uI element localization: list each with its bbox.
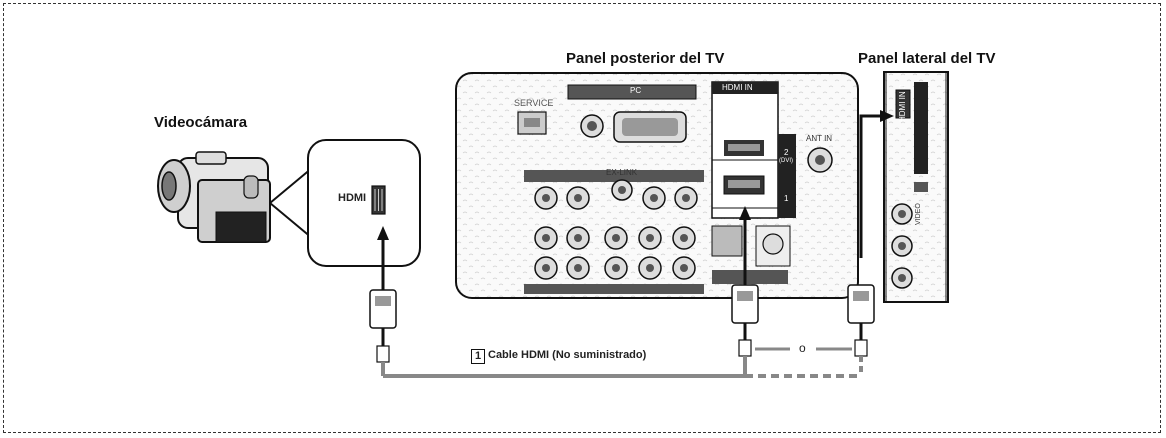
camcorder-hdmi-label: HDMI (338, 192, 367, 204)
rear-panel (455, 72, 859, 299)
cable-label: Cable HDMI (No suministrado) (488, 349, 647, 361)
side-video-label: VIDEO (915, 203, 922, 225)
ex-link-label: EX-LINK (606, 168, 638, 177)
side-panel-arrow (859, 110, 894, 258)
hdmi-port-1-label: 1 (784, 194, 789, 203)
hdmi-cable (369, 206, 875, 378)
diagram-frame (3, 3, 1161, 433)
camcorder-label: Videocámara (154, 114, 248, 131)
side-hdmi-in-3-label: HDMI IN 3 (898, 84, 907, 122)
ant-in-label: ANT IN (806, 134, 833, 143)
hdmi-port-2-label: 2 (784, 148, 789, 157)
hdmi-in-label: HDMI IN (722, 83, 753, 92)
service-port-label: SERVICE (514, 98, 554, 108)
pc-section-label: PC (630, 86, 642, 95)
cable-number-box: 1 (471, 349, 485, 364)
rear-panel-label: Panel posterior del TV (566, 50, 725, 67)
hdmi-callout (269, 139, 421, 267)
camcorder-illustration (157, 151, 271, 243)
side-panel-label: Panel lateral del TV (858, 50, 996, 67)
or-label: o (799, 341, 806, 355)
side-panel (883, 71, 949, 303)
hdmi-port-2-dvi-label: (DVI) (779, 158, 793, 164)
camcorder-hdmi-port-icon (371, 185, 386, 215)
